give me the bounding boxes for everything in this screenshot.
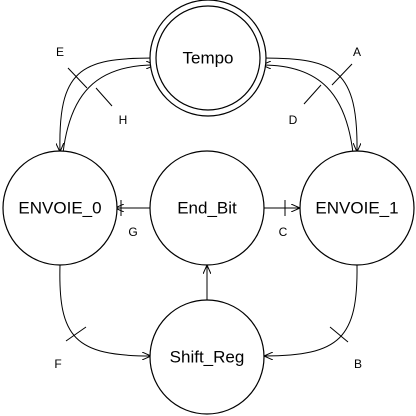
edge-envoie1-to-shiftreg: [264, 264, 358, 356]
state-envoie1-label: ENVOIE_1: [315, 199, 398, 218]
edge-tempo-to-envoie0: [60, 57, 154, 152]
transition-label-a: A: [353, 45, 361, 59]
transition-label-c: C: [279, 225, 288, 239]
edge-envoie1-to-tempo: [262, 65, 354, 154]
state-envoie0-label: ENVOIE_0: [18, 199, 101, 218]
transition-label-f: F: [54, 357, 61, 371]
tick-h: [95, 87, 113, 107]
transition-label-e: E: [56, 45, 64, 59]
state-endbit-label: End_Bit: [177, 199, 237, 218]
state-shiftreg-label: Shift_Reg: [170, 348, 245, 367]
transition-label-b: B: [354, 357, 362, 371]
state-endbit[interactable]: End_Bit: [149, 150, 265, 266]
tick-b: [329, 326, 349, 343]
state-envoie1[interactable]: ENVOIE_1: [299, 150, 415, 266]
state-tempo-label: Tempo: [182, 49, 233, 68]
transition-label-d: D: [289, 113, 298, 127]
edge-envoie0-to-tempo: [62, 65, 155, 154]
tick-e: [67, 67, 88, 89]
tick-a: [331, 63, 353, 86]
transition-label-g: G: [128, 225, 137, 239]
tick-d: [303, 84, 322, 105]
state-envoie0[interactable]: ENVOIE_0: [2, 150, 118, 266]
state-tempo[interactable]: Tempo: [149, 0, 267, 117]
edge-tempo-to-envoie1: [262, 57, 357, 152]
transition-label-h: H: [119, 113, 128, 127]
state-shiftreg[interactable]: Shift_Reg: [149, 299, 265, 415]
edge-envoie0-to-shiftreg: [59, 264, 151, 356]
tick-f: [65, 326, 87, 342]
